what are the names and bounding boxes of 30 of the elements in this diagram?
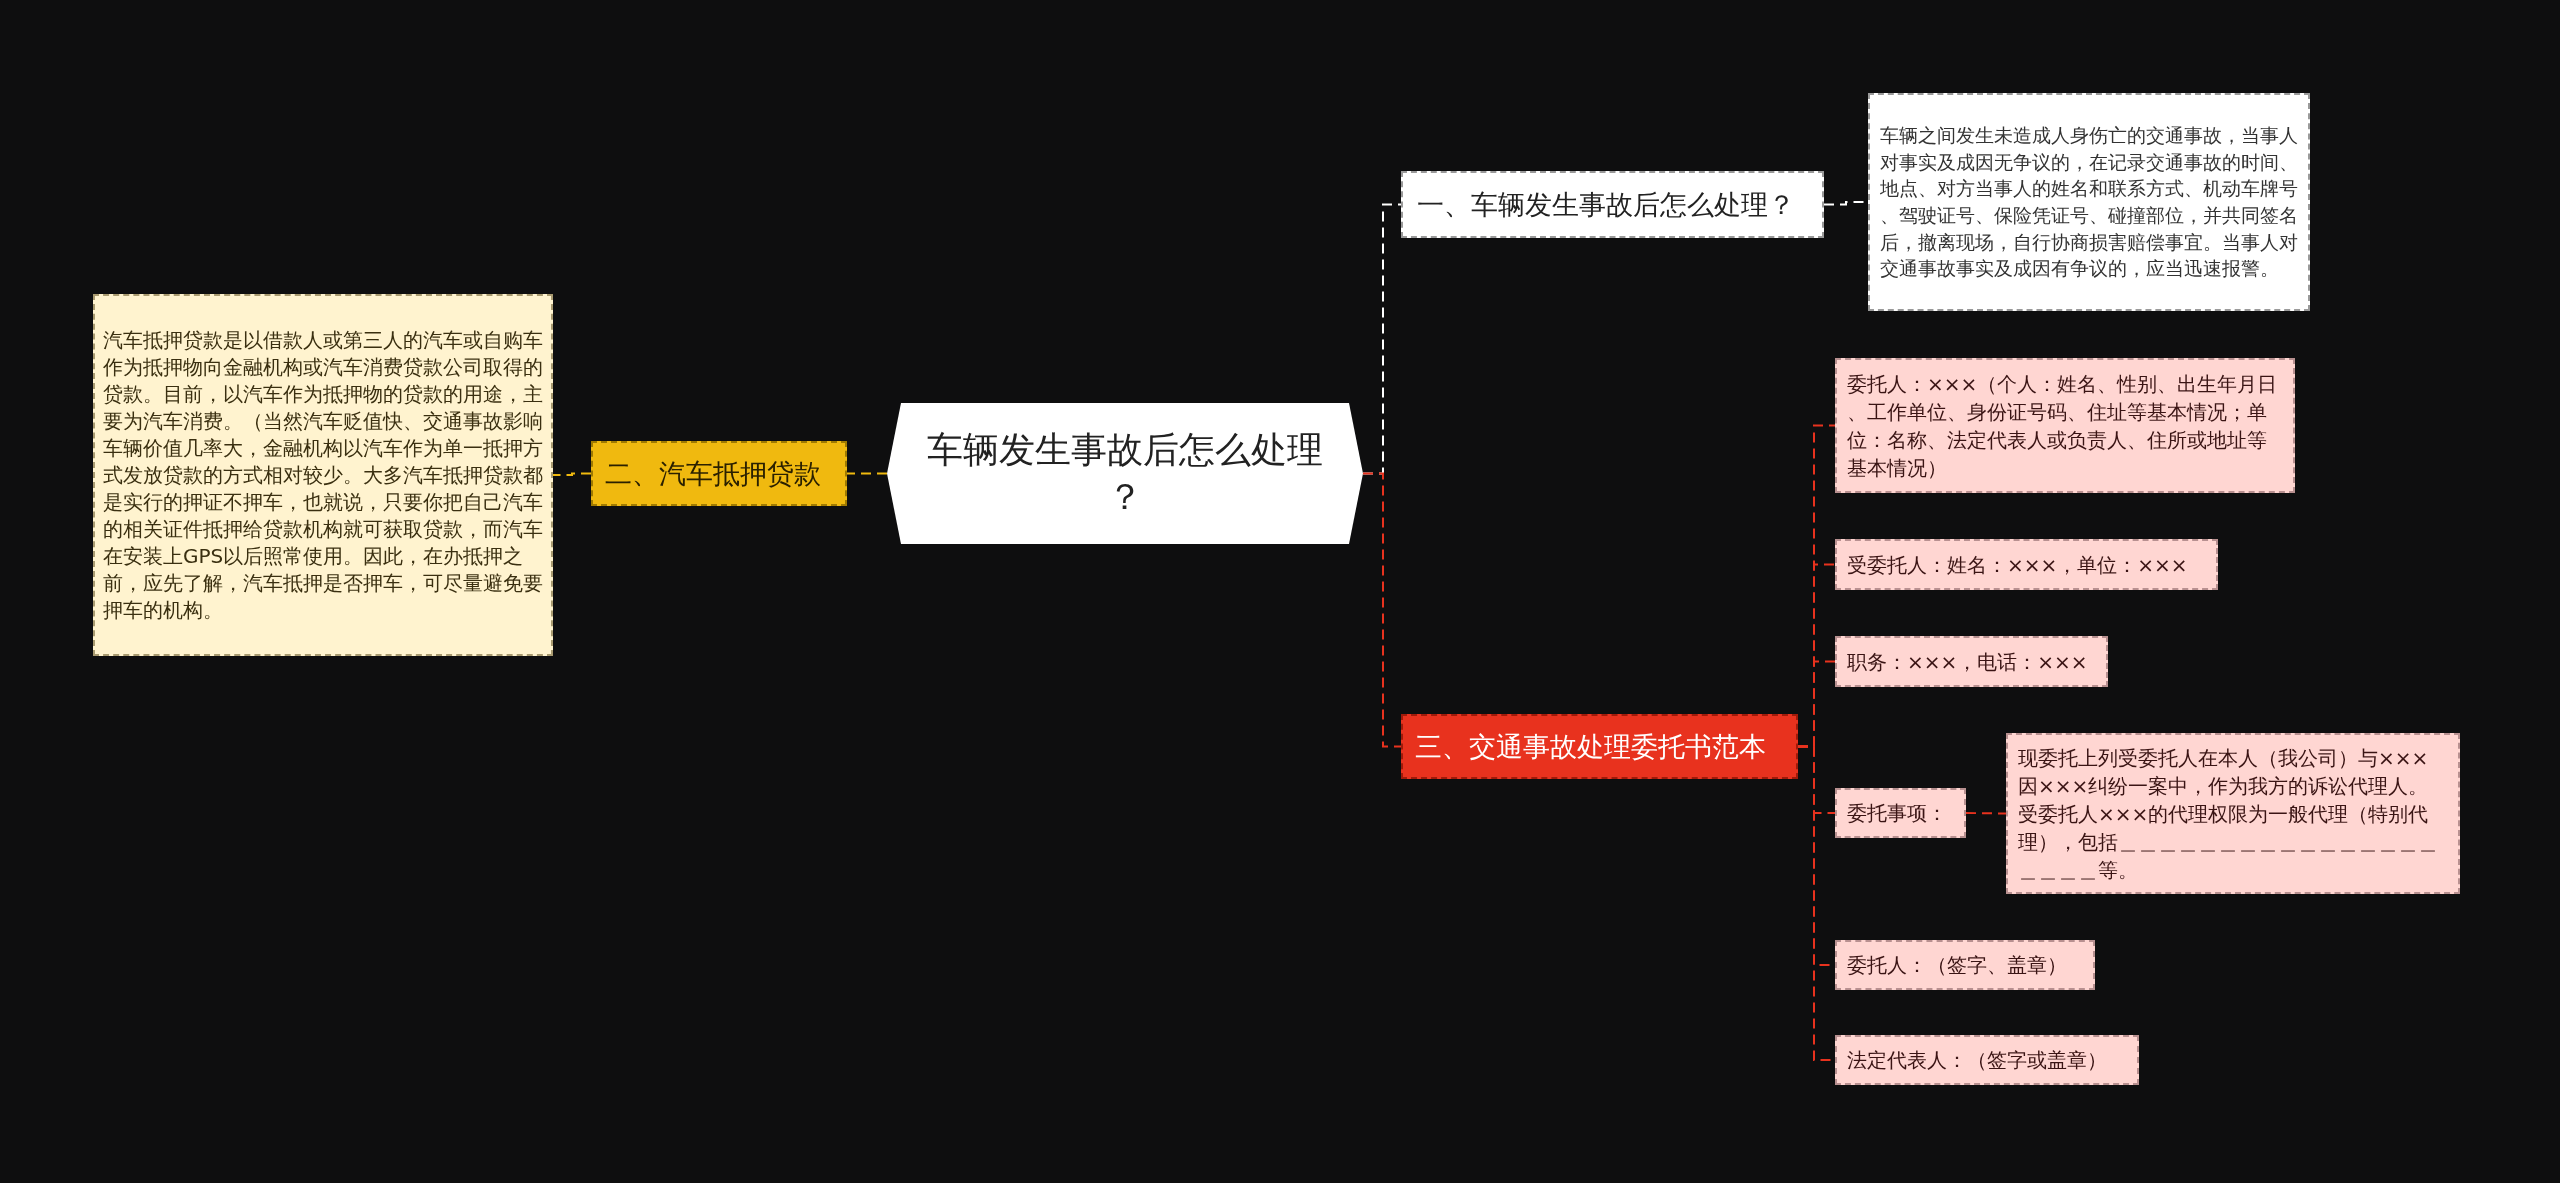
note-text: 现委托上列受委托人在本人（我公司）与×××因×××纠纷一案中，作为我方的诉讼代理人。受委托人×××的代理权限为一般代理（特别代理），包括＿＿＿＿＿＿＿＿＿＿＿＿＿＿＿＿＿＿＿＿等。 <box>2018 744 2439 884</box>
topic-box <box>591 441 847 506</box>
note-text: 委托人：（签字、盖章） <box>1847 952 2068 979</box>
topic-box <box>1401 171 1824 238</box>
connector-line <box>846 472 888 475</box>
central-topic-text: 车辆发生事故后怎么处理？ <box>927 427 1323 519</box>
note-box <box>1835 358 2295 493</box>
note-box <box>2006 733 2460 894</box>
note-text: 法定代表人：（签字或盖章） <box>1847 1047 2108 1074</box>
note-text: 委托人：×××（个人：姓名、性别、出生年月日、工作单位、身份证号码、住址等基本情况；单位：名称、法定代表人或负责人、住所或地址等基本情况） <box>1847 370 2279 482</box>
note-box <box>1835 940 2095 990</box>
note-box <box>1835 636 2108 687</box>
central-topic <box>887 403 1363 544</box>
note-box <box>1835 1035 2139 1085</box>
note-text: 职务：×××，电话：××× <box>1847 648 2089 676</box>
topic-text: 一、车辆发生事故后怎么处理？ <box>1417 187 1796 222</box>
note-box <box>1835 788 1966 838</box>
note-text: 车辆之间发生未造成人身伤亡的交通事故，当事人对事实及成因无争议的，在记录交通事故的时间、地点、对方当事人的姓名和联系方式、机动车牌号、驾驶证号、保险凭证号、碰撞部位，并共同签名后，撤离现场，自行协商损害赔偿事宜。当事人对交通事故事实及成因有争议的，应当迅速报警。 <box>1880 123 2298 282</box>
topic-text: 二、汽车抵押贷款 <box>605 456 822 491</box>
note-text: 委托事项： <box>1847 800 1948 827</box>
note-box <box>1868 93 2310 311</box>
note-text: 受委托人：姓名：×××，单位：××× <box>1847 551 2189 579</box>
note-box <box>1835 539 2218 590</box>
connector-line <box>1965 812 2007 815</box>
connector-line <box>552 472 592 476</box>
note-text: 汽车抵押贷款是以借款人或第三人的汽车或自购车作为抵押物向金融机构或汽车消费贷款公司取得的贷款。目前，以汽车作为抵押物的贷款的用途，主要为汽车消费。（当然汽车贬值快、交通事故影响车辆价值几率大，金融机构以汽车作为单一抵押方式发放贷款的方式相对较少。大多汽车抵押贷款都是实行的押证不押车，也就说，只要你把自己汽车的相关证件抵押给贷款机构就可获取贷款，而汽车在安装上GPS以后照常使用。因此，在办抵押之前，应先了解，汽车抵押是否押车，可尽量避免要押车的机构。 <box>103 326 543 624</box>
topic-box <box>1401 714 1798 779</box>
topic-text: 三、交通事故处理委托书范本 <box>1415 729 1767 764</box>
note-box <box>93 294 553 656</box>
connector-line <box>1362 472 1402 748</box>
